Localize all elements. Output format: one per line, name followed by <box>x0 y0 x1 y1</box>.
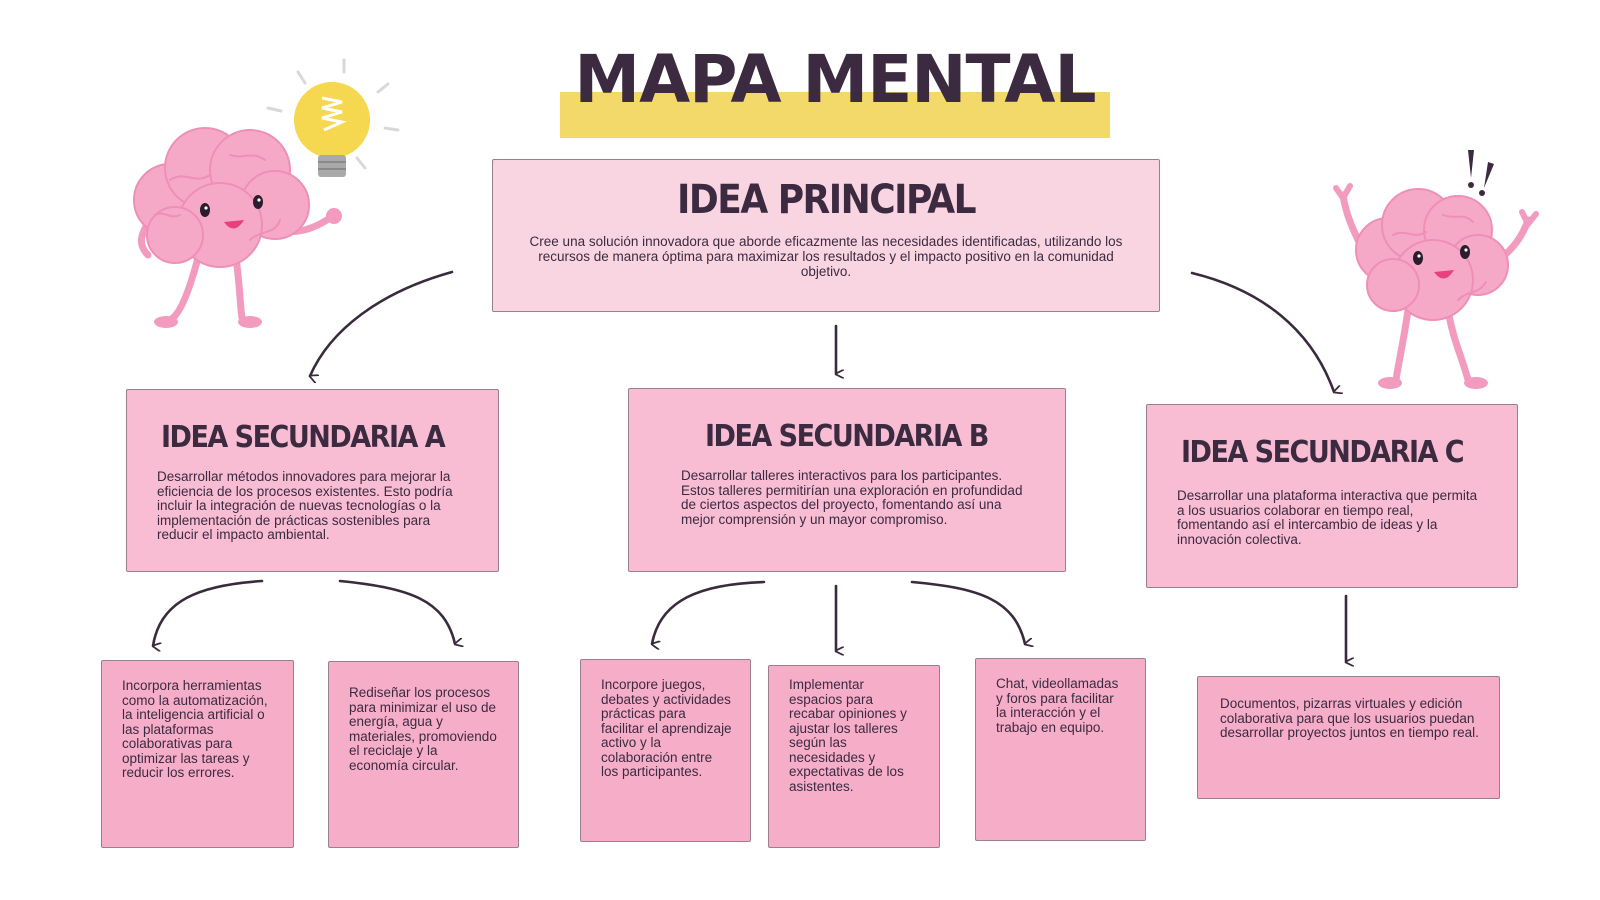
brain-mascot-icon <box>133 58 400 328</box>
secondary-idea-c-title: IDEA SECUNDARIA C <box>1181 435 1465 470</box>
arrow-a-to-a2 <box>338 579 455 644</box>
arrow-b-to-b1 <box>652 580 766 644</box>
arrow-main-to-c <box>1190 271 1334 392</box>
secondary-idea-c-text: Desarrollar una plataforma interactiva q… <box>1177 488 1478 547</box>
main-idea-title: IDEA PRINCIPAL <box>676 177 977 223</box>
leaf-b3-box: Chat, videollamadas y foros para facilit… <box>975 658 1146 841</box>
main-idea-box: IDEA PRINCIPAL Cree una solución innovad… <box>492 159 1160 312</box>
leaf-a1-box: Incorpora herramientas como la automatiz… <box>101 660 294 848</box>
leaf-b1-text: Incorpore juegos, debates y actividades … <box>601 677 732 779</box>
page-title: MAPA MENTAL <box>574 41 1096 118</box>
lightbulb-rays-icon <box>266 58 400 170</box>
leaf-c1-text: Documentos, pizarras virtuales y edición… <box>1220 696 1479 740</box>
secondary-idea-b-box: IDEA SECUNDARIA B Desarrollar talleres i… <box>628 388 1066 572</box>
lightbulb-icon <box>294 82 370 177</box>
leaf-b1-box: Incorpore juegos, debates y actividades … <box>580 659 751 842</box>
title-banner: MAPA MENTAL <box>560 36 1110 146</box>
leaf-b2-text: Implementar espacios para recabar opinio… <box>789 677 907 794</box>
brain-mascot-right-icon <box>1333 150 1539 389</box>
secondary-idea-a-text: Desarrollar métodos innovadores para mej… <box>157 469 453 542</box>
exclamation-icon <box>1468 150 1494 196</box>
secondary-idea-b-title: IDEA SECUNDARIA B <box>705 419 989 454</box>
arrow-a-to-a1 <box>153 579 264 646</box>
secondary-idea-b-text: Desarrollar talleres interactivos para l… <box>681 468 1023 527</box>
leaf-b2-box: Implementar espacios para recabar opinio… <box>768 665 940 848</box>
leaf-a2-box: Rediseñar los procesos para minimizar el… <box>328 661 519 848</box>
secondary-idea-a-title: IDEA SECUNDARIA A <box>161 420 446 455</box>
secondary-idea-c-box: IDEA SECUNDARIA C Desarrollar una plataf… <box>1146 404 1518 588</box>
title-highlight <box>560 92 1110 138</box>
secondary-idea-a-box: IDEA SECUNDARIA A Desarrollar métodos in… <box>126 389 499 572</box>
leaf-a1-text: Incorpora herramientas como la automatiz… <box>122 678 268 780</box>
arrow-b-to-b3 <box>910 580 1025 644</box>
leaf-b3-text: Chat, videollamadas y foros para facilit… <box>996 676 1119 735</box>
leaf-c1-box: Documentos, pizarras virtuales y edición… <box>1197 676 1500 799</box>
leaf-a2-text: Rediseñar los procesos para minimizar el… <box>349 685 497 773</box>
main-idea-text: Cree una solución innovadora que aborde … <box>529 234 1123 279</box>
